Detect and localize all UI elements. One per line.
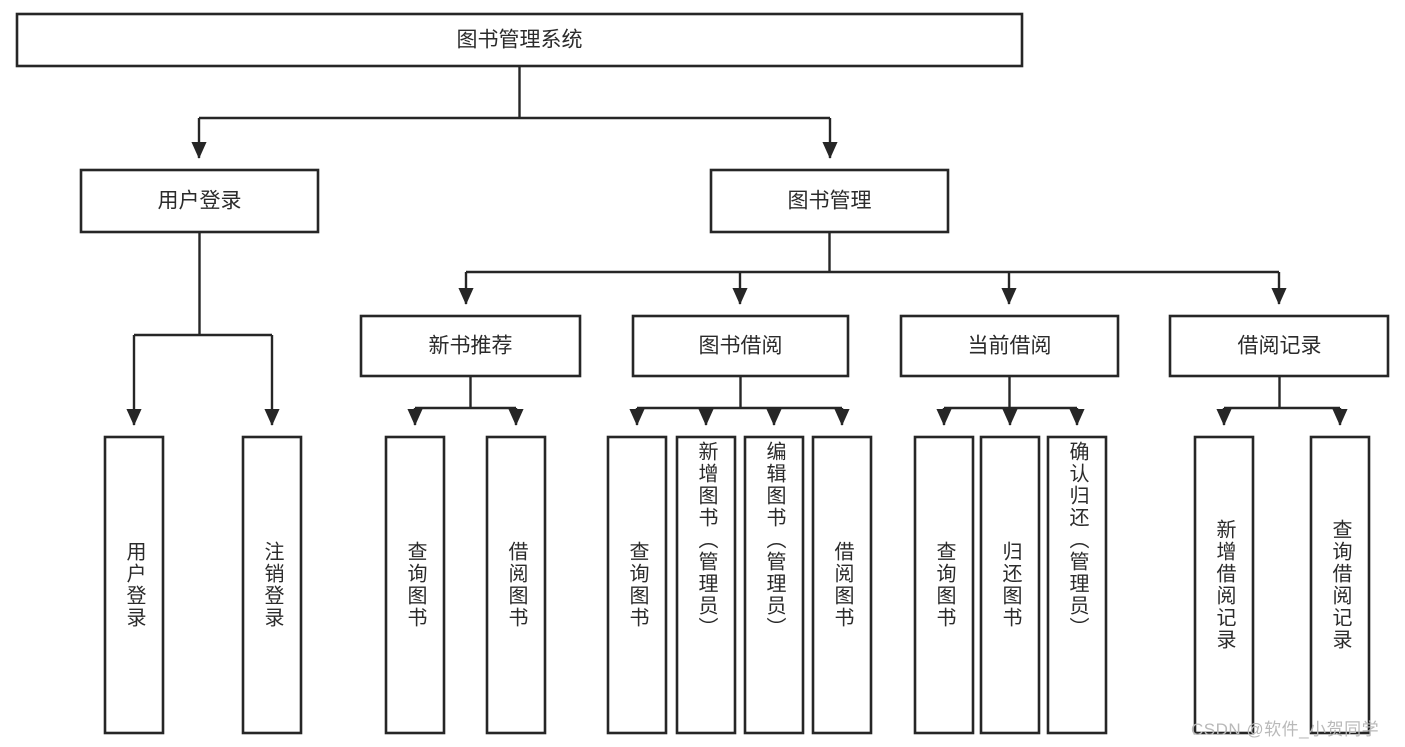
node-user-login-label: 用户登录: [158, 190, 242, 213]
node-leaf-query-book-current-rect[interactable]: [913, 435, 975, 735]
node-borrow-record-label: 借阅记录: [1238, 335, 1322, 358]
node-book-borrow-rect: [631, 314, 850, 378]
node-borrow-record-rect: [1168, 314, 1390, 378]
node-current-borrow-label: 当前借阅: [968, 335, 1052, 358]
connector-group-borrow-record: [1216, 376, 1348, 426]
node-leaf-return-book-rect[interactable]: [979, 435, 1041, 735]
connector-group-user-login: [126, 232, 280, 426]
connector-group-new-book-recommend: [407, 376, 524, 426]
node-leaf-query-book-new-rect[interactable]: [384, 435, 446, 735]
node-root[interactable]: 图书管理系统: [15, 12, 1024, 68]
node-book-borrow[interactable]: 图书借阅: [631, 314, 850, 378]
node-current-borrow-rect: [899, 314, 1120, 378]
node-borrow-record[interactable]: 借阅记录: [1168, 314, 1390, 378]
leaf-rects: [103, 435, 1371, 735]
node-user-login-rect: [79, 168, 320, 234]
node-leaf-query-book-borrow-rect[interactable]: [606, 435, 668, 735]
connector-group-book-management: [458, 232, 1287, 305]
node-leaf-confirm-return-admin-rect[interactable]: [1046, 435, 1108, 735]
node-book-management-label: 图书管理: [788, 190, 872, 213]
node-current-borrow[interactable]: 当前借阅: [899, 314, 1120, 378]
node-leaf-logout-login-rect[interactable]: [241, 435, 303, 735]
node-leaf-user-login-rect[interactable]: [103, 435, 165, 735]
connector-group-root: [191, 66, 838, 159]
node-root-rect: [15, 12, 1024, 68]
node-leaf-borrow-book-rect[interactable]: [811, 435, 873, 735]
node-leaf-borrow-book-new-rect[interactable]: [485, 435, 547, 735]
csdn-watermark: CSDN @软件_小贺同学: [1191, 720, 1380, 739]
node-root-label: 图书管理系统: [457, 29, 583, 52]
node-user-login[interactable]: 用户登录: [79, 168, 320, 234]
node-new-book-recommend-rect: [359, 314, 582, 378]
node-leaf-query-borrow-record-rect[interactable]: [1309, 435, 1371, 735]
connector-group-book-borrow: [629, 376, 850, 426]
node-book-borrow-label: 图书借阅: [699, 335, 783, 358]
node-leaf-add-book-admin-rect[interactable]: [675, 435, 737, 735]
node-new-book-recommend[interactable]: 新书推荐: [359, 314, 582, 378]
node-book-management[interactable]: 图书管理: [709, 168, 950, 234]
node-new-book-recommend-label: 新书推荐: [429, 335, 513, 358]
node-leaf-add-borrow-record-rect[interactable]: [1193, 435, 1255, 735]
node-book-management-rect: [709, 168, 950, 234]
connector-group-current-borrow: [936, 376, 1085, 426]
node-leaf-edit-book-admin-rect[interactable]: [743, 435, 805, 735]
